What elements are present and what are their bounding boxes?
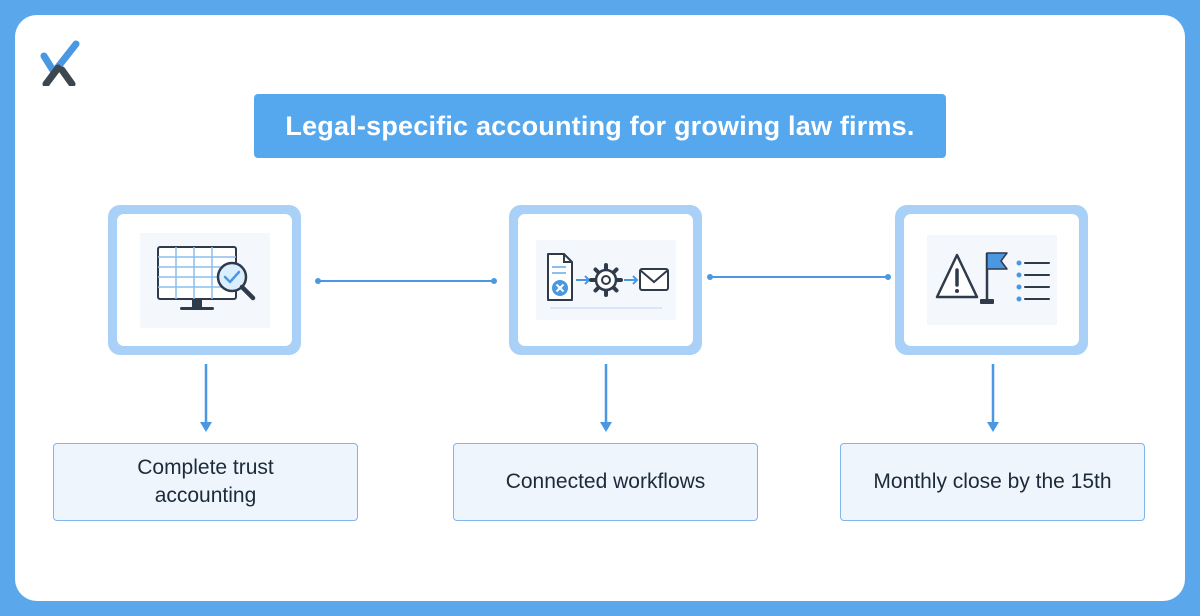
down-arrow-icon xyxy=(200,364,212,432)
step-3-icon-frame xyxy=(895,205,1088,355)
step-1-label: Complete trust accounting xyxy=(53,443,358,521)
step-3-label: Monthly close by the 15th xyxy=(840,443,1145,521)
connector-step-1-to-2 xyxy=(315,278,497,284)
step-1-icon-frame xyxy=(108,205,301,355)
down-arrow-icon xyxy=(600,364,612,432)
document-gear-mail-workflow-icon xyxy=(535,240,676,320)
monitor-spreadsheet-search-icon xyxy=(139,232,270,328)
step-2-icon-frame xyxy=(509,205,702,355)
check-x-logo-icon xyxy=(40,40,80,86)
connector-step-2-to-3 xyxy=(707,274,891,280)
down-arrow-icon xyxy=(987,364,999,432)
headline-banner: Legal-specific accounting for growing la… xyxy=(254,94,946,158)
warning-flag-checklist-icon xyxy=(926,235,1057,325)
step-2-label: Connected workflows xyxy=(453,443,758,521)
